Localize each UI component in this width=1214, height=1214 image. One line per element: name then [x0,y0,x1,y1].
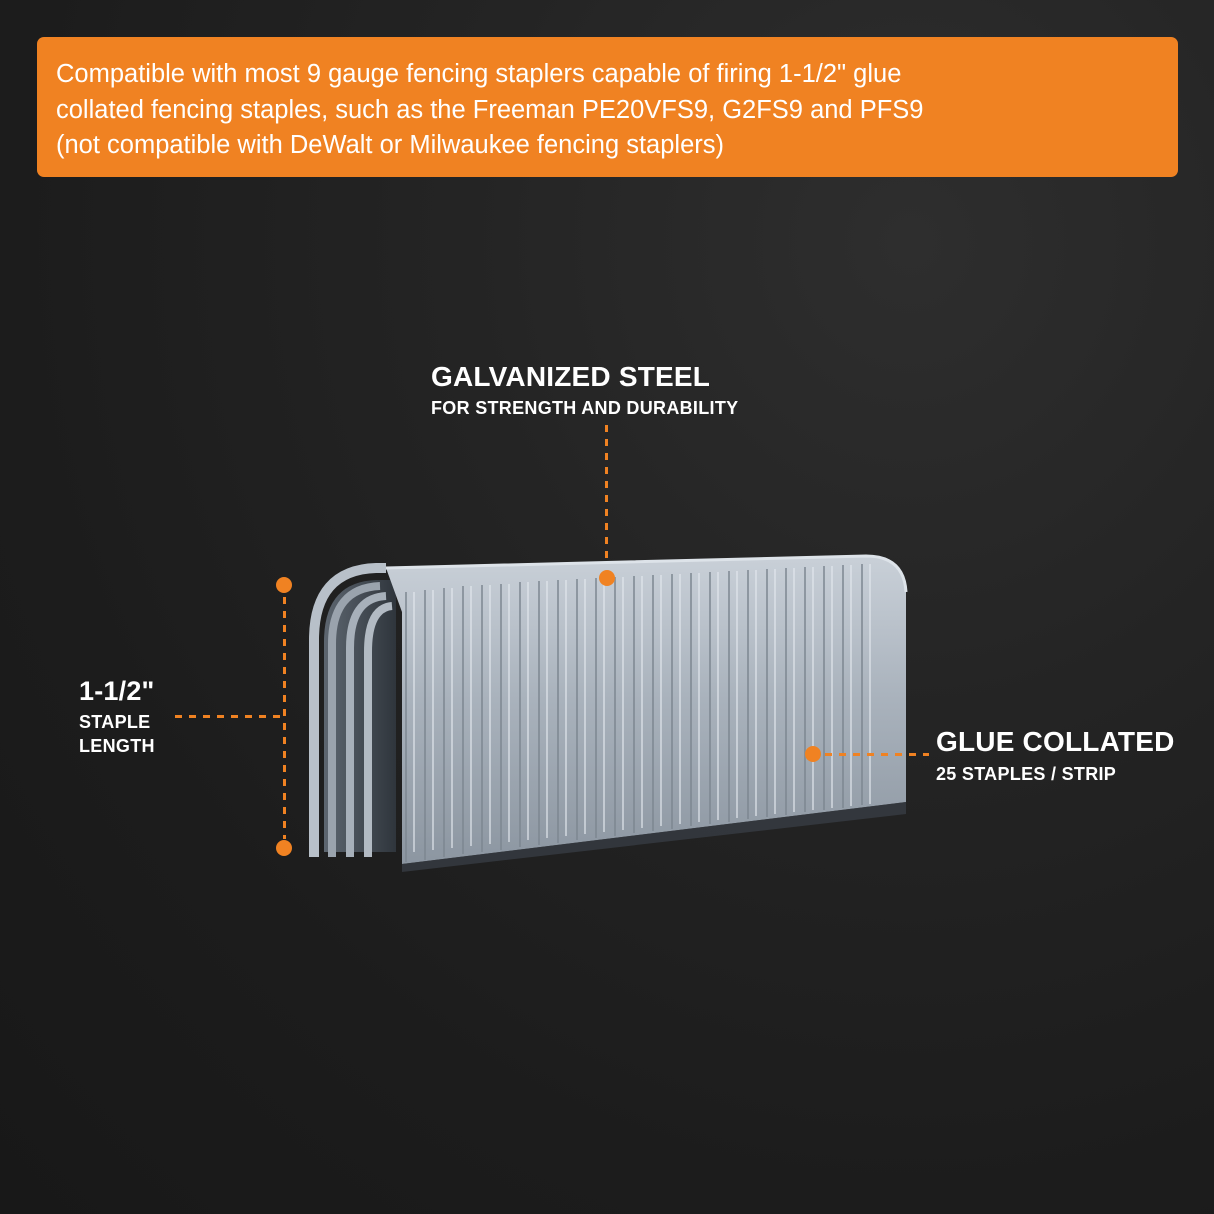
banner-line-3: (not compatible with DeWalt or Milwaukee… [56,131,724,159]
length-leader-line [175,715,283,718]
length-top-marker-dot [276,577,292,593]
material-callout-title: GALVANIZED STEEL [431,361,711,392]
collation-leader-line [825,753,929,756]
length-callout-title: 1-1/2" [79,676,155,706]
banner-line-2: collated fencing staples, such as the Fr… [56,95,924,124]
material-marker-dot [599,570,615,586]
length-callout-subtitle-1: STAPLE [79,712,151,732]
collation-callout-subtitle: 25 STAPLES / STRIP [936,764,1117,784]
staple-strip-image [309,554,908,872]
length-bottom-marker-dot [276,840,292,856]
length-dimension-line [283,597,286,839]
material-callout-subtitle: FOR STRENGTH AND DURABILITY [431,398,739,418]
banner-line-1: Compatible with most 9 gauge fencing sta… [56,60,902,88]
collation-callout-title: GLUE COLLATED [936,726,1175,757]
material-leader-line [605,425,608,571]
length-callout-subtitle-2: LENGTH [79,736,155,756]
collation-marker-dot [805,746,821,762]
compatibility-banner: Compatible with most 9 gauge fencing sta… [37,37,1178,177]
